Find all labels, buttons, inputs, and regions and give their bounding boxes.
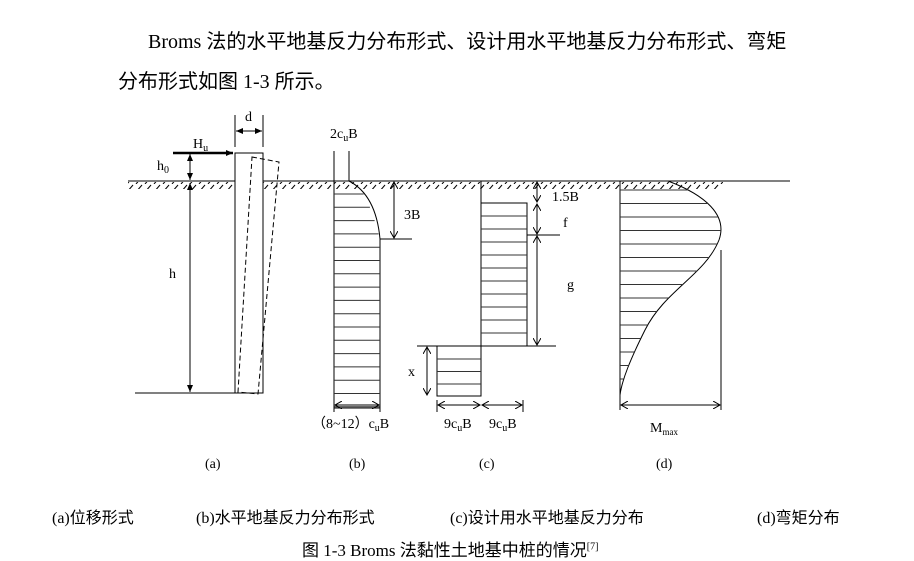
h-label: h — [169, 267, 176, 282]
8-12-cub-label: （8~12）cuB — [312, 416, 389, 434]
figure-title-text: 图 1-3 Broms 法黏性土地基中桩的情况 — [302, 541, 587, 560]
figure-title: 图 1-3 Broms 法黏性土地基中桩的情况[7] — [302, 536, 598, 561]
caption-c: (c)设计用水平地基反力分布 — [450, 510, 644, 527]
3b-label: 3B — [404, 208, 420, 223]
caption-a: (a)位移形式 — [52, 510, 134, 527]
figure-reference: [7] — [586, 541, 599, 553]
2cub-label: 2cuB — [330, 127, 358, 144]
9cub-label-2: 9cuB — [489, 417, 517, 434]
pile-displacement-a: Hu d h0 h — [135, 110, 280, 395]
9cub-label-1: 9cuB — [444, 417, 472, 434]
hu-label: Hu — [193, 137, 208, 154]
f-label: f — [563, 216, 568, 231]
paragraph-line-2: 分布形式如图 1-3 所示。 — [118, 71, 335, 93]
label-a: (a) — [205, 457, 221, 472]
label-d: (d) — [656, 457, 673, 472]
moment-distribution-d: Mmax — [619, 180, 722, 437]
label-c: (c) — [479, 457, 495, 472]
1-5b-label: 1.5B — [552, 190, 579, 205]
paragraph-line-1: Broms 法的水平地基反力分布形式、设计用水平地基反力分布形式、弯矩 — [148, 31, 787, 53]
label-b: (b) — [349, 457, 366, 472]
mmax-label: Mmax — [650, 421, 678, 437]
g-label: g — [567, 278, 574, 293]
x-label: x — [408, 365, 415, 380]
d-label: d — [245, 110, 252, 125]
design-reaction-distribution-c: 1.5B f g x 9cuB 9cuB — [408, 181, 579, 434]
h0-label: h0 — [157, 159, 169, 176]
ground-line — [128, 180, 790, 189]
caption-b: (b)水平地基反力分布形式 — [196, 510, 375, 527]
caption-d: (d)弯矩分布 — [757, 510, 840, 527]
reaction-distribution-b: 2cuB 3B （8~12）cuB — [312, 127, 420, 434]
